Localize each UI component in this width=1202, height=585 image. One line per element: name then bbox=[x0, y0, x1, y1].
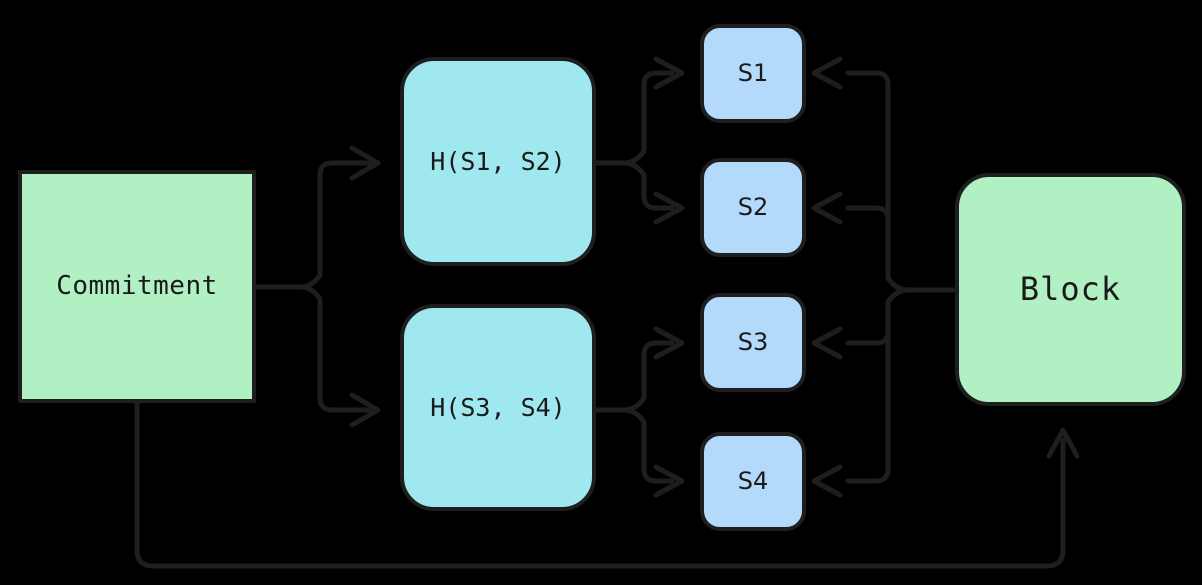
arrowhead-s2-left bbox=[653, 191, 685, 225]
node-leaf-s2-label: S2 bbox=[737, 193, 769, 222]
edge-h34-s4 bbox=[593, 407, 675, 484]
arrowhead-s1-right bbox=[811, 56, 843, 90]
node-leaf-s3[interactable]: S3 bbox=[700, 293, 806, 392]
edge-block-to-leaves bbox=[811, 56, 958, 498]
arrowhead-h12 bbox=[349, 145, 381, 181]
arrowhead-h34 bbox=[349, 392, 381, 428]
node-hash-s3-s4[interactable]: H(S3, S4) bbox=[400, 304, 596, 511]
edge-commitment-to-block bbox=[134, 400, 1080, 569]
arrowhead-s3-left bbox=[653, 326, 685, 360]
arrowhead-block-bottom bbox=[1046, 427, 1080, 459]
edge-h12-s2 bbox=[593, 160, 675, 211]
node-hash-s1-s2[interactable]: H(S1, S2) bbox=[400, 57, 596, 266]
arrowhead-s2-right bbox=[811, 191, 843, 225]
node-leaf-s4-label: S4 bbox=[737, 467, 769, 496]
node-hash-s1-s2-label: H(S1, S2) bbox=[430, 146, 566, 176]
edge-h12-to-leaves bbox=[593, 56, 685, 225]
node-leaf-s1[interactable]: S1 bbox=[700, 24, 806, 123]
node-commitment-label: Commitment bbox=[56, 271, 218, 302]
edge-commitment-h34 bbox=[253, 284, 373, 413]
arrowhead-s1-left bbox=[653, 56, 685, 90]
node-leaf-s3-label: S3 bbox=[737, 328, 769, 357]
arrowhead-s4-left bbox=[653, 464, 685, 498]
node-leaf-s4[interactable]: S4 bbox=[700, 432, 806, 531]
edge-commitment-to-hashes bbox=[253, 145, 381, 428]
edge-block-s4 bbox=[845, 287, 958, 484]
node-block[interactable]: Block bbox=[955, 173, 1186, 406]
edge-commitment-h12 bbox=[253, 160, 373, 290]
edge-block-s2 bbox=[845, 205, 958, 293]
node-hash-s3-s4-label: H(S3, S4) bbox=[430, 392, 566, 422]
arrowhead-s3-right bbox=[811, 326, 843, 360]
node-commitment[interactable]: Commitment bbox=[18, 170, 256, 403]
node-leaf-s2[interactable]: S2 bbox=[700, 158, 806, 257]
node-block-label: Block bbox=[1019, 269, 1122, 308]
edge-commitment-block bbox=[134, 400, 1066, 569]
edge-h34-to-leaves bbox=[593, 326, 685, 498]
edge-block-s3 bbox=[845, 287, 958, 346]
edge-block-s1 bbox=[845, 70, 958, 293]
arrowhead-s4-right bbox=[811, 464, 843, 498]
node-leaf-s1-label: S1 bbox=[737, 59, 769, 88]
